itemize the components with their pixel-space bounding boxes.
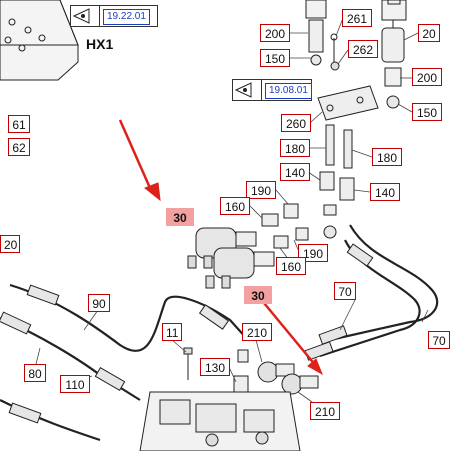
callout-261[interactable]: 261 [342, 9, 372, 27]
callout-70[interactable]: 70 [334, 282, 356, 300]
callout-210[interactable]: 210 [310, 402, 340, 420]
reference-link[interactable]: 19.22.01 [103, 9, 150, 25]
solenoid-valve-lower [205, 247, 275, 289]
reference-box-19-08-01[interactable]: 19.08.01 [232, 79, 312, 101]
callout-62[interactable]: 62 [8, 138, 30, 156]
solenoid-210-b [281, 373, 319, 395]
callout-130[interactable]: 130 [200, 358, 230, 376]
callout-140[interactable]: 140 [370, 183, 400, 201]
callout-11[interactable]: 11 [162, 323, 182, 341]
hose-90 [9, 283, 249, 352]
callout-210[interactable]: 210 [242, 323, 272, 341]
callout-190[interactable]: 190 [246, 181, 276, 199]
callout-20[interactable]: 20 [418, 24, 440, 42]
callout-200[interactable]: 200 [412, 68, 442, 86]
cylinder-20 [381, 27, 405, 63]
callout-61[interactable]: 61 [8, 115, 30, 133]
callout-150[interactable]: 150 [260, 49, 290, 67]
callout-20-left[interactable]: 20 [0, 235, 20, 253]
hose-70-a [329, 224, 439, 342]
callout-262[interactable]: 262 [348, 40, 378, 58]
eye-icon [233, 80, 262, 100]
callout-140[interactable]: 140 [280, 163, 310, 181]
top-cylinder-right [381, 0, 407, 21]
callout-200[interactable]: 200 [260, 24, 290, 42]
callout-160[interactable]: 160 [276, 257, 306, 275]
manifold-block [0, 0, 79, 81]
callout-30-highlighted[interactable]: 30 [244, 286, 272, 304]
callout-30-highlighted[interactable]: 30 [166, 208, 194, 226]
solenoid-210-a [257, 361, 295, 383]
reference-link[interactable]: 19.08.01 [265, 83, 312, 99]
eye-icon [71, 6, 100, 26]
callout-180[interactable]: 180 [280, 139, 310, 157]
reference-box-19-22-01[interactable]: 19.22.01 [70, 5, 158, 27]
callout-260[interactable]: 260 [281, 114, 311, 132]
callout-110[interactable]: 110 [60, 375, 90, 393]
callout-160[interactable]: 160 [220, 197, 250, 215]
callout-180[interactable]: 180 [372, 148, 402, 166]
callout-80[interactable]: 80 [24, 364, 46, 382]
callout-70[interactable]: 70 [428, 331, 450, 349]
callout-90[interactable]: 90 [88, 294, 110, 312]
assembly-label: HX1 [86, 36, 114, 52]
pointer-arrows [118, 119, 323, 376]
callout-150[interactable]: 150 [412, 103, 442, 121]
bracket-plate [317, 85, 379, 121]
